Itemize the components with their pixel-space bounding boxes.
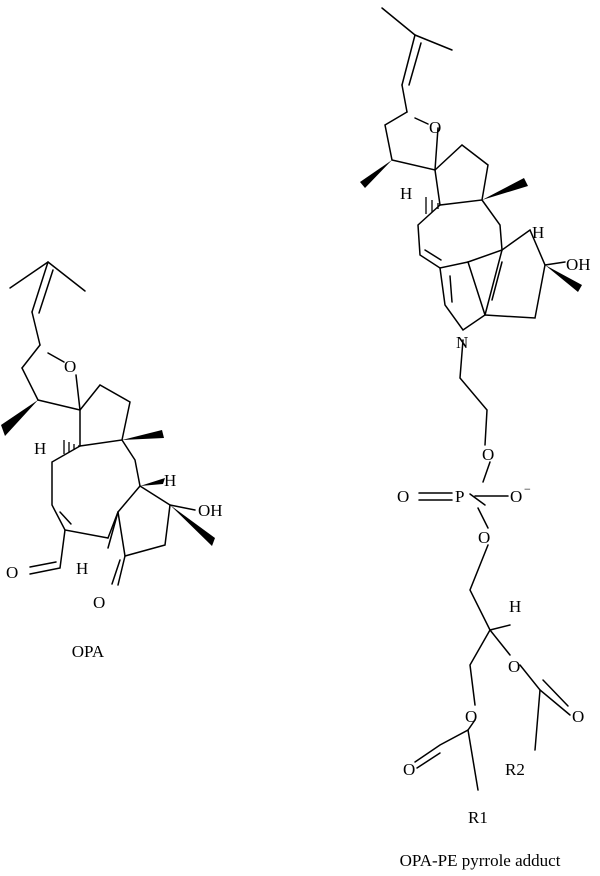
opa-aldehyde-oxygen: O [6,563,18,582]
wedge-bond [140,478,165,486]
adduct-nitrogen: N [456,333,468,352]
adduct-hydroxyl: OH [566,255,591,274]
opa-ketone-oxygen: O [93,593,105,612]
opa-aldehyde-h: H [76,559,88,578]
adduct-h-top: H [532,223,544,242]
opa-caption: OPA [72,642,105,661]
adduct-phosphate-o-minus: O [510,487,522,506]
wedge-bond [360,160,392,188]
adduct-negative-charge: − [524,482,531,496]
adduct-phosphate-double-o: O [397,487,409,506]
adduct-carbonyl2-oxygen: O [572,707,584,726]
wedge-bond [170,505,215,546]
adduct-phosphorus: P [455,487,464,506]
wedge-bond [482,178,528,200]
wedge-bond [122,430,164,440]
adduct-ester2-oxygen: O [508,657,520,676]
adduct-phosphate-o-top: O [482,445,494,464]
opa-h-left: H [34,439,46,458]
opa-structure [1,261,215,586]
opa-pe-structure [360,7,582,791]
adduct-ring-oxygen: O [429,118,441,137]
wedge-bond [545,265,582,292]
adduct-carbonyl1-oxygen: O [403,760,415,779]
adduct-ester1-oxygen: O [465,707,477,726]
adduct-phosphate-o-bottom: O [478,528,490,547]
adduct-h-left: H [400,184,412,203]
opa-hydroxyl: OH [198,501,223,520]
adduct-glycerol-h: H [509,597,521,616]
wedge-bond [1,400,38,436]
adduct-r1: R1 [468,808,488,827]
opa-ring-oxygen: O [64,357,76,376]
adduct-caption: OPA-PE pyrrole adduct [400,851,561,870]
opa-h-top: H [164,471,176,490]
adduct-r2: R2 [505,760,525,779]
